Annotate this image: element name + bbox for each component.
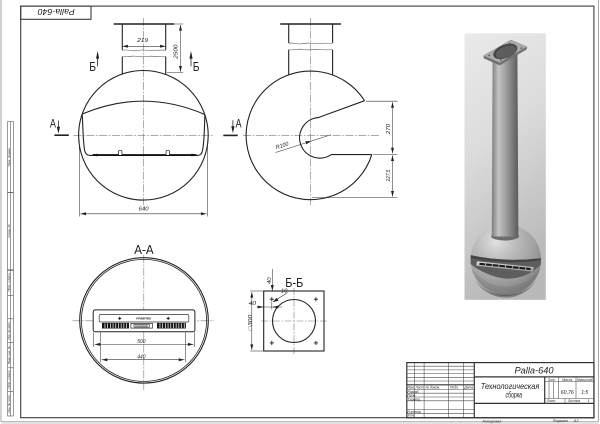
svg-text:Пров.: Пров. bbox=[408, 394, 417, 398]
svg-text:PRIMFIRE: PRIMFIRE bbox=[136, 317, 151, 321]
svg-text:Перв. примен.: Перв. примен. bbox=[7, 147, 11, 166]
svg-text:Технологическая: Технологическая bbox=[481, 382, 540, 391]
svg-text:1:5: 1:5 bbox=[581, 390, 588, 396]
svg-text:Лит.: Лит. bbox=[547, 378, 556, 382]
svg-text:1: 1 bbox=[588, 399, 590, 403]
svg-text:2500: 2500 bbox=[173, 44, 179, 60]
svg-text:Взам. инв. №: Взам. инв. № bbox=[7, 345, 11, 364]
svg-text:Формат: Формат bbox=[553, 419, 568, 423]
svg-text:Листов: Листов bbox=[567, 399, 581, 403]
svg-text:Инв. № дубл.: Инв. № дубл. bbox=[7, 322, 11, 340]
svg-text:Б: Б bbox=[193, 59, 200, 74]
svg-text:60,76: 60,76 bbox=[561, 390, 574, 396]
svg-text:Palla-640: Palla-640 bbox=[515, 366, 554, 376]
svg-text:Масса: Масса bbox=[562, 378, 572, 382]
svg-text:□300: □300 bbox=[248, 315, 254, 331]
svg-text:Palla-640: Palla-640 bbox=[37, 7, 74, 17]
svg-text:40: 40 bbox=[249, 301, 257, 307]
svg-text:Инв. № подл.: Инв. № подл. bbox=[7, 395, 11, 413]
svg-text:Изм. Лист: Изм. Лист bbox=[408, 386, 425, 390]
svg-text:500: 500 bbox=[137, 339, 145, 345]
svg-text:А-А: А-А bbox=[134, 242, 154, 257]
svg-text:Подп. и дата: Подп. и дата bbox=[7, 370, 11, 388]
svg-text:270: 270 bbox=[386, 123, 392, 135]
svg-text:Разраб.: Разраб. bbox=[408, 390, 420, 394]
svg-text:Т.контр.: Т.контр. bbox=[408, 397, 421, 401]
svg-text:440: 440 bbox=[137, 354, 145, 360]
svg-text:Лист: Лист bbox=[546, 399, 556, 403]
svg-text:219: 219 bbox=[136, 38, 149, 44]
svg-text:Подп.: Подп. bbox=[450, 386, 459, 390]
svg-text:227,5: 227,5 bbox=[386, 169, 392, 182]
svg-text:Б: Б bbox=[89, 59, 96, 74]
svg-text:Утв.: Утв. bbox=[408, 414, 416, 418]
svg-text:Масштаб: Масштаб bbox=[577, 378, 593, 382]
svg-text:А2: А2 bbox=[573, 419, 580, 423]
svg-text:640: 640 bbox=[139, 207, 150, 213]
svg-text:А: А bbox=[236, 119, 242, 131]
svg-text:Б-Б: Б-Б bbox=[285, 275, 303, 290]
svg-text:Дата: Дата bbox=[463, 386, 473, 390]
svg-text:Подп. и дата: Подп. и дата bbox=[7, 273, 11, 291]
svg-text:R100: R100 bbox=[275, 141, 290, 151]
svg-text:сборка: сборка bbox=[506, 390, 523, 399]
svg-text:Справ. №: Справ. № bbox=[7, 224, 11, 238]
svg-text:Н.контр.: Н.контр. bbox=[408, 410, 422, 414]
svg-text:40: 40 bbox=[267, 277, 273, 284]
svg-text:PRIMFIRE: PRIMFIRE bbox=[135, 325, 148, 328]
svg-text:10: 10 bbox=[281, 288, 288, 294]
svg-text:Копировал: Копировал bbox=[483, 419, 503, 423]
svg-text:№ докум.: № докум. bbox=[426, 386, 441, 390]
svg-text:А: А bbox=[50, 119, 56, 131]
